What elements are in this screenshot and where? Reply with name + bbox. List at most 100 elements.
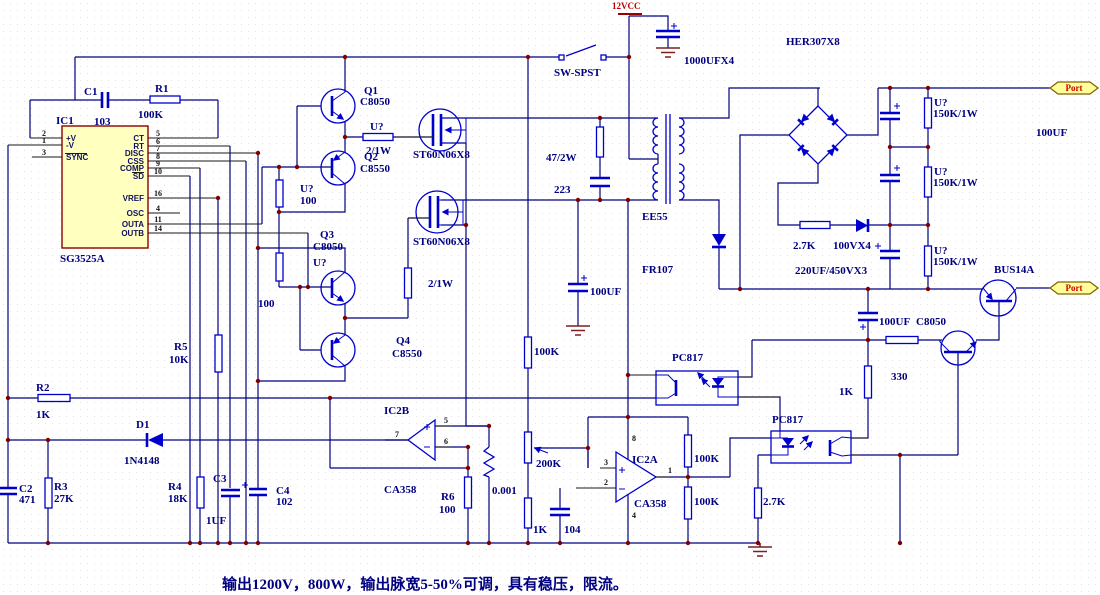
port1-connector: Port xyxy=(1049,81,1099,95)
ic1-pin-name: SD xyxy=(133,172,144,181)
ic1-pin-num: 1 xyxy=(42,136,46,145)
rdiv2-value: 150K/1W xyxy=(933,177,978,189)
rsnub-label: 47/2W xyxy=(546,152,577,164)
r1-ref: R1 xyxy=(155,83,168,95)
r100k-b-label: 100K xyxy=(694,496,720,508)
ic1-pin-num: 10 xyxy=(154,167,162,176)
ic1-pin-num: 14 xyxy=(154,224,162,233)
sense-resistor-0001: 0.001 xyxy=(482,446,517,497)
rdiv1-value: 150K/1W xyxy=(933,108,978,120)
c1-ref: C1 xyxy=(84,86,97,98)
d1-ref: D1 xyxy=(136,419,149,431)
opto1-pc817: PC817 xyxy=(628,352,780,406)
opto2-label: PC817 xyxy=(772,414,804,426)
r1-value: 100K xyxy=(138,109,164,121)
rdiv3-value: 150K/1W xyxy=(933,256,978,268)
ic1-pin-num: 2 xyxy=(42,129,46,138)
ic1-pin-name: OUTB xyxy=(121,229,144,238)
port2-connector: Port xyxy=(1049,281,1099,295)
r1-resistor: R1 100K xyxy=(138,83,181,121)
bridge-rectifier-her307: HER307X8 xyxy=(786,36,848,165)
c2-capacitor: C2 471 xyxy=(0,483,36,506)
d1-diode: D1 1N4148 xyxy=(124,419,163,467)
power-12vcc: 12VCC xyxy=(612,1,642,15)
cmid-100uf-capacitor: 100UF xyxy=(568,275,621,298)
rb1-value: 100 xyxy=(300,195,317,207)
ground-icon xyxy=(748,543,772,557)
r100k-b-resistor: 100K xyxy=(683,486,720,520)
c2-ref: C2 xyxy=(19,483,33,495)
cdrv-label: 100UF xyxy=(879,316,910,328)
rg2-value: 2/1W xyxy=(428,278,453,290)
rdiv1-ref: U? xyxy=(934,97,947,109)
charge-resistor-2k7: 2.7K xyxy=(793,220,831,252)
drive-cap-100uf: 100UF xyxy=(858,311,910,330)
gate-resistor-lower: 2/1W xyxy=(403,267,453,299)
r6-value: 100 xyxy=(439,504,456,516)
ic1-pin-num: 7 xyxy=(156,144,160,153)
q2-value: C8550 xyxy=(360,163,390,175)
junction-dots xyxy=(5,54,931,546)
c4-ref: C4 xyxy=(276,485,290,497)
ic1-pin-name: SYNC xyxy=(66,153,88,162)
rg1-ref: U? xyxy=(370,121,383,133)
bulk-capacitor-1000uf: 1000UFX4 xyxy=(656,23,735,67)
c104-capacitor: 104 xyxy=(550,507,581,536)
opamp-ic2a: IC2A CA358 3 2 1 8 4 xyxy=(576,434,672,520)
bus14a-label: BUS14A xyxy=(994,264,1034,276)
opto1-label: PC817 xyxy=(672,352,704,364)
r5-ref: R5 xyxy=(174,341,188,353)
rg1-value: 2/1W xyxy=(366,145,391,157)
mosfet1-label: ST60N06X8 xyxy=(413,149,470,161)
r2-resistor: R2 1K xyxy=(36,382,71,421)
mosfet1-st60n06: ST60N06X8 xyxy=(395,108,470,161)
cap-bank-220uf: 220UF/450VX3 xyxy=(795,243,900,277)
ic1-pin-num: 5 xyxy=(156,129,160,138)
r330-resistor: 330 xyxy=(885,335,919,383)
r5-value: 10K xyxy=(169,354,189,366)
snubber-capacitor: 223 xyxy=(554,176,610,196)
ic1-pin-name: CT xyxy=(133,134,144,143)
ic1-pin-name: OSC xyxy=(127,209,145,218)
c3-capacitor: C3 1UF xyxy=(206,473,248,527)
c4-capacitor: C4 102 xyxy=(249,485,293,508)
divider-resistor-2: U? 150K/1W xyxy=(923,166,978,198)
ic2b-pin-num: 5 xyxy=(444,416,448,425)
ic1-pin-name: VREF xyxy=(123,194,144,203)
rdiv2-ref: U? xyxy=(934,166,947,178)
transformer-ee55: EE55 xyxy=(642,114,685,223)
ic1-pin-num: 9 xyxy=(156,159,160,168)
q3-value: C8050 xyxy=(313,241,343,253)
cout-label: 100UF xyxy=(1036,127,1067,139)
q1-ref: Q1 xyxy=(364,85,378,97)
port2-label: Port xyxy=(1066,283,1083,293)
csnub-label: 223 xyxy=(554,184,571,196)
r6-resistor: R6 100 xyxy=(439,476,473,516)
ic1-pin-name: -V xyxy=(66,141,75,150)
wires xyxy=(7,15,1050,544)
r5-resistor: R5 10K xyxy=(169,334,223,373)
r3-resistor: R3 27K xyxy=(44,477,74,509)
ic1-ref: IC1 xyxy=(56,115,74,127)
r27k-opto-label: 2.7K xyxy=(763,496,786,508)
mosfet2-st60n06: ST60N06X8 xyxy=(408,190,470,248)
rb1-ref: U? xyxy=(300,183,313,195)
r2-ref: R2 xyxy=(36,382,50,394)
ic1-sg3525a: IC1 103 SG3525A +V -V SYNC 2 1 3 CT RT D… xyxy=(8,115,308,265)
q3-ref: Q3 xyxy=(320,229,335,241)
rb2-value: 100 xyxy=(258,298,275,310)
r1k-drive-resistor: 1K xyxy=(839,365,873,399)
ic1-pin-name: RT xyxy=(133,142,144,151)
ic2a-part: CA358 xyxy=(634,498,667,510)
q4-transistor: Q4 C8550 xyxy=(320,332,422,368)
switch-label: SW-SPST xyxy=(554,67,601,79)
ic2a-pin-num: 3 xyxy=(604,458,608,467)
r2-value: 1K xyxy=(36,409,51,421)
q2-ref: Q2 xyxy=(364,151,379,163)
ic2a-pin-num: 1 xyxy=(668,466,672,475)
transformer-label: EE55 xyxy=(642,211,668,223)
ic2b-pin-num: 6 xyxy=(444,437,448,446)
r1k-mid-resistor: 1K xyxy=(523,497,548,536)
c3-ref: C3 xyxy=(213,473,227,485)
